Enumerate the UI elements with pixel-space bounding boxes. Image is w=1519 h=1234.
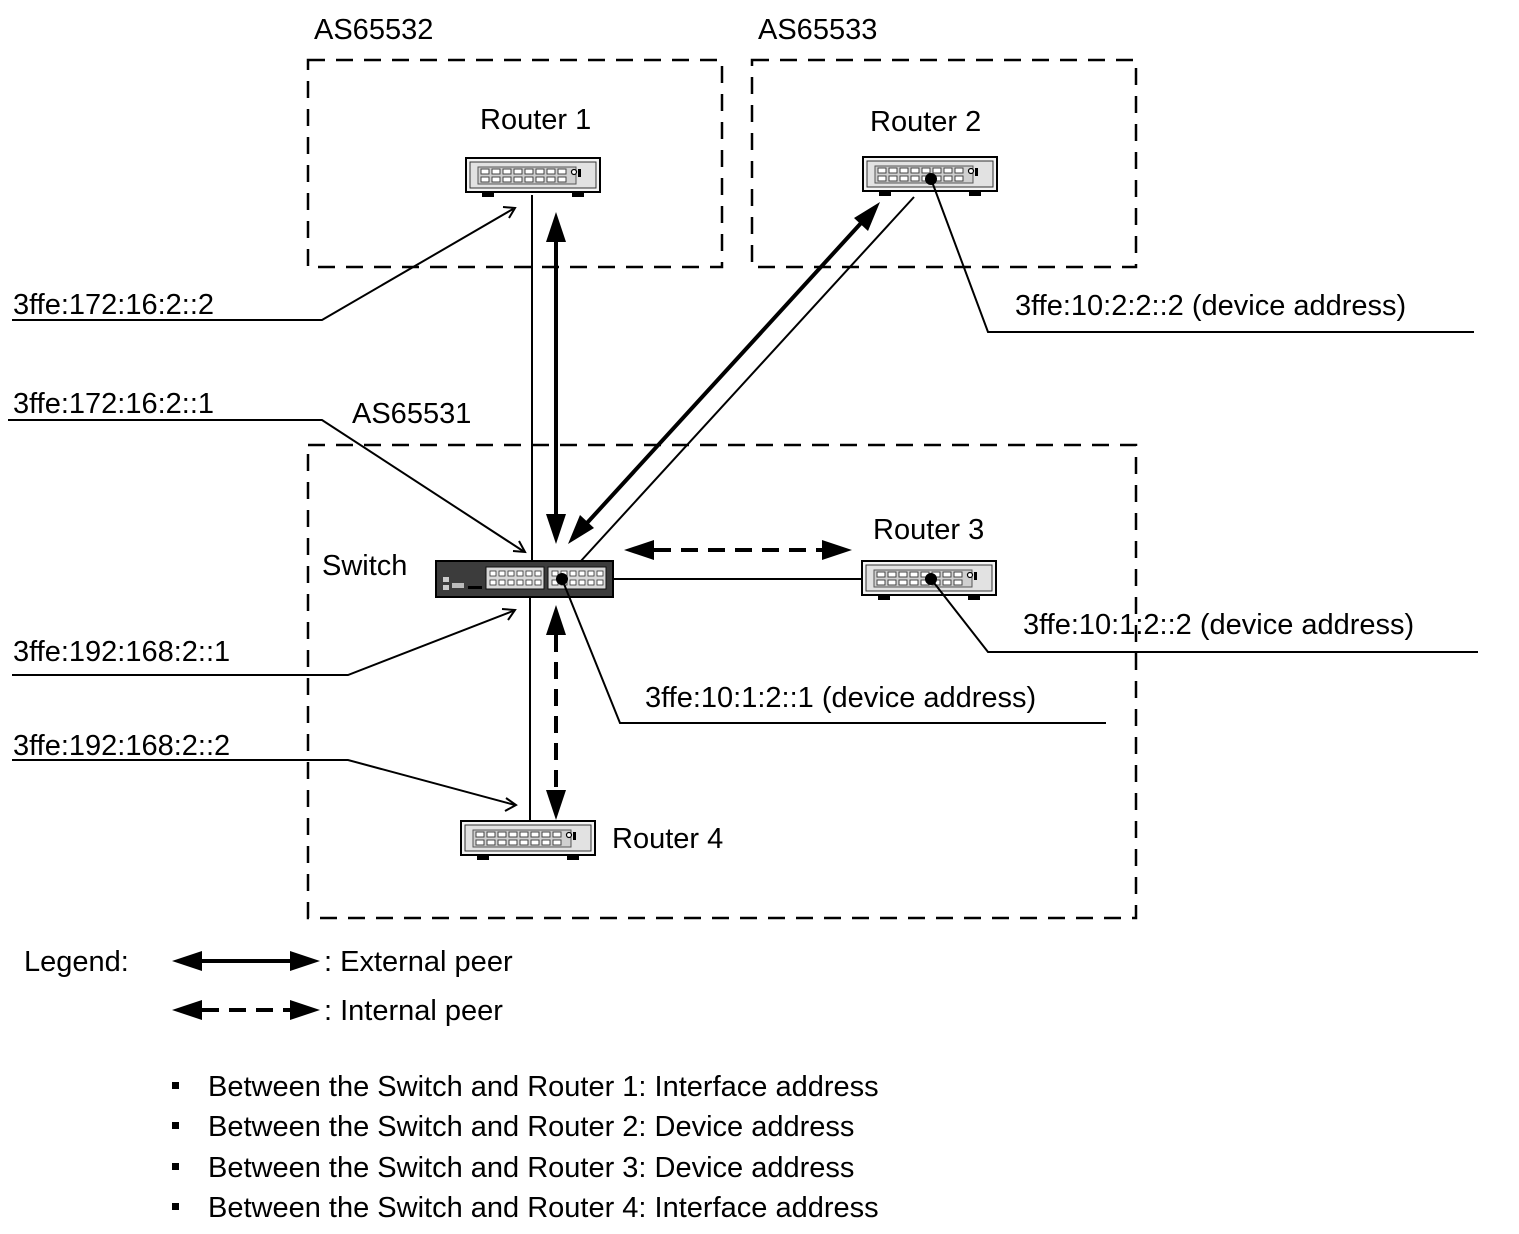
as65532-label: AS65532 [314, 14, 433, 46]
router2-label: Router 2 [870, 106, 981, 138]
note-item: Between the Switch and Router 3: Device … [172, 1149, 879, 1189]
callout-line-r3-device [930, 578, 1478, 653]
note-text: Between the Switch and Router 1: Interfa… [208, 1071, 879, 1103]
router4-label: Router 4 [612, 823, 723, 855]
note-item: Between the Switch and Router 1: Interfa… [172, 1068, 879, 1108]
callout-line-switch-device [561, 578, 1106, 724]
callout-line-switch-to-r4 [12, 610, 514, 676]
router3-label: Router 3 [873, 514, 984, 546]
internal-peer-router3 [624, 540, 852, 560]
router1-label: Router 1 [480, 104, 591, 136]
note-text: Between the Switch and Router 4: Interfa… [208, 1191, 879, 1224]
address-notes-list: Between the Switch and Router 1: Interfa… [172, 1068, 879, 1229]
external-peer-router2 [568, 202, 880, 544]
bullet-icon [172, 1202, 179, 1210]
router4-icon [460, 820, 596, 861]
callout-line-r1-interface [12, 208, 514, 321]
external-peer-router1 [546, 212, 566, 544]
legend-internal-arrow [172, 1000, 320, 1020]
callout-line-r4-interface [12, 759, 516, 806]
note-text: Between the Switch and Router 2: Device … [208, 1111, 855, 1144]
legend-internal-label: : Internal peer [324, 995, 503, 1027]
legend-title: Legend: [24, 946, 129, 978]
address-switch-to-r4: 3ffe:192:168:2::1 [13, 636, 230, 668]
internal-peer-router4 [546, 605, 566, 820]
bullet-icon [172, 1082, 179, 1089]
legend-external-arrow [172, 951, 320, 971]
note-item: Between the Switch and Router 2: Device … [172, 1108, 879, 1148]
address-r1-interface: 3ffe:172:16:2::2 [13, 289, 214, 321]
router1-icon [465, 157, 601, 198]
link-switch-router2 [579, 196, 915, 563]
note-item: Between the Switch and Router 4: Interfa… [172, 1189, 879, 1229]
address-r4-interface: 3ffe:192:168:2::2 [13, 730, 230, 762]
bullet-icon [172, 1122, 179, 1130]
callout-line-r2-device [930, 178, 1474, 333]
callout-line-switch-to-r1 [8, 419, 524, 552]
address-switch-to-r1: 3ffe:172:16:2::1 [13, 388, 214, 420]
address-switch-device: 3ffe:10:1:2::1 (device address) [645, 682, 1036, 714]
note-text: Between the Switch and Router 3: Device … [208, 1151, 855, 1184]
address-r3-device: 3ffe:10:1:2::2 (device address) [1023, 609, 1414, 641]
as65533-boundary [750, 58, 1138, 269]
as65531-boundary [306, 443, 1138, 920]
as65532-boundary [306, 58, 724, 269]
bullet-icon [172, 1162, 179, 1170]
switch-label: Switch [322, 550, 407, 582]
legend-external-label: : External peer [324, 946, 513, 978]
switch-icon [435, 560, 614, 598]
address-r2-device: 3ffe:10:2:2::2 (device address) [1015, 290, 1406, 322]
as65531-label: AS65531 [352, 398, 471, 430]
as65533-label: AS65533 [758, 14, 877, 46]
